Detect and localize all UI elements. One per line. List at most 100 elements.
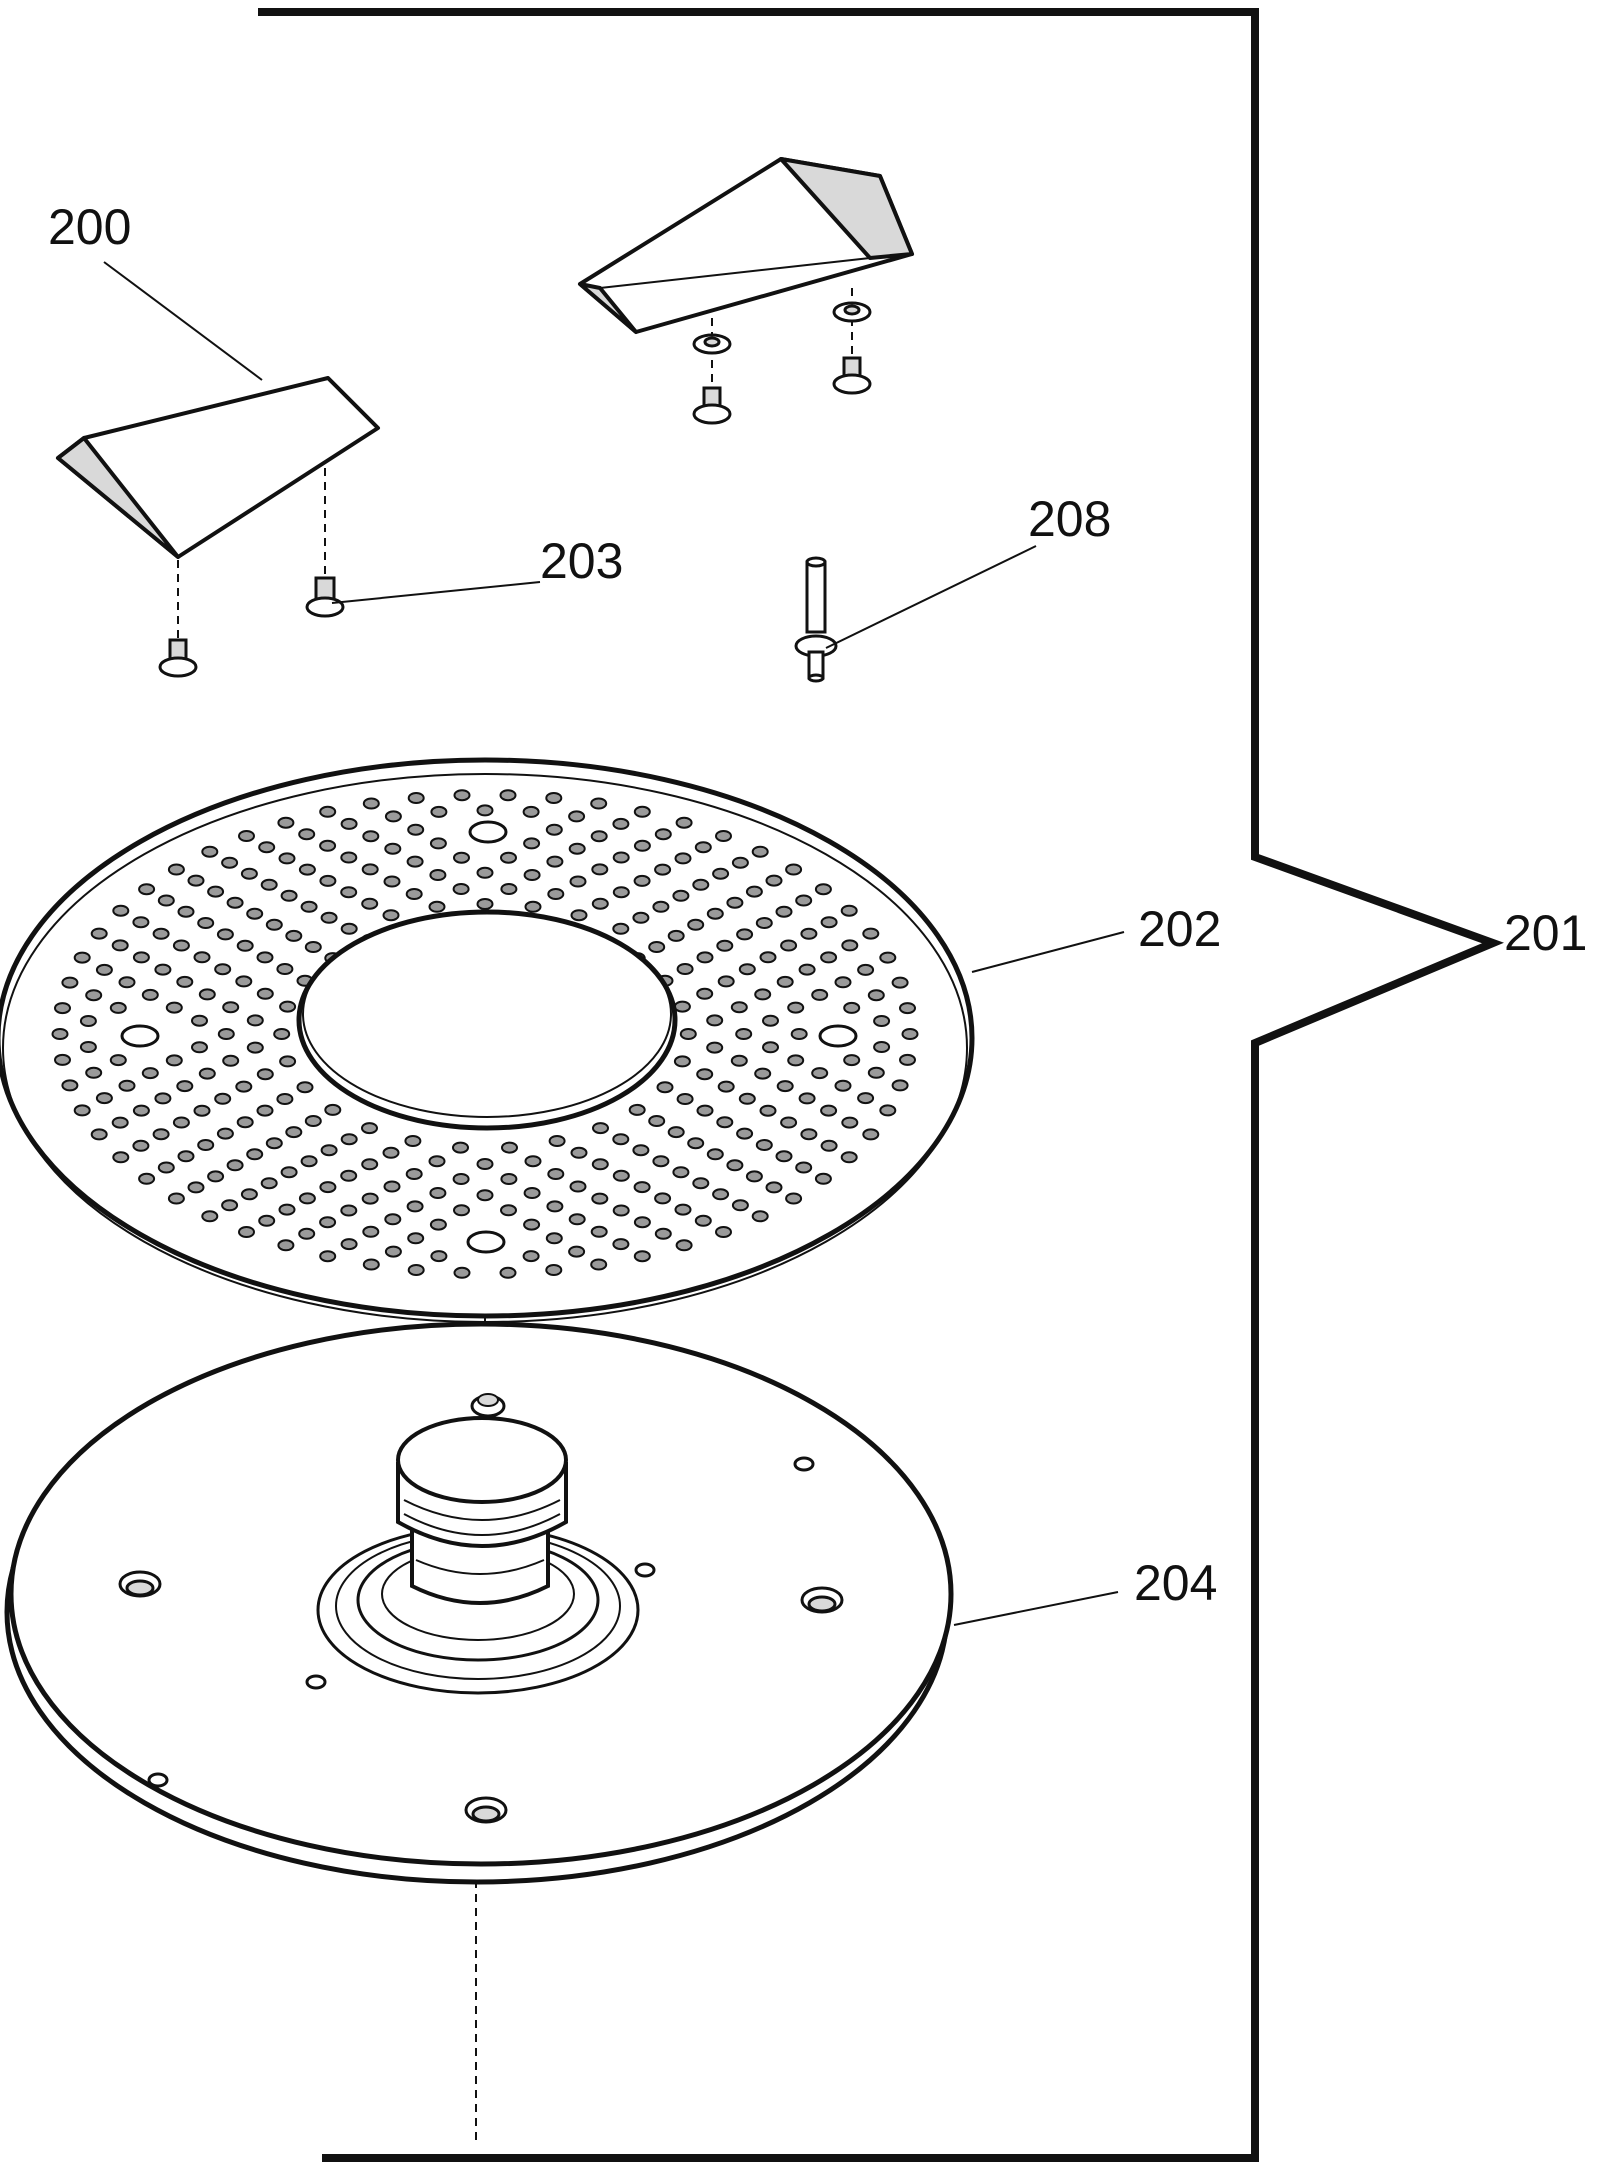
perforation-hole [820, 951, 838, 964]
perforation-hole [111, 1116, 129, 1129]
perforation-hole [612, 886, 630, 899]
perforation-hole [221, 856, 239, 869]
perforation-hole [320, 1144, 338, 1157]
perforation-hole [775, 905, 793, 918]
perforation-hole [167, 863, 185, 876]
perforation-hole [731, 856, 749, 869]
perforation-hole [676, 963, 694, 975]
perforation-hole [384, 842, 402, 855]
perforation-hole [501, 1141, 518, 1154]
perforation-hole [654, 863, 672, 876]
perforation-hole [157, 894, 175, 907]
perforation-hole [226, 1159, 244, 1172]
perforation-hole [873, 1015, 891, 1027]
perforation-hole [499, 1266, 517, 1279]
perforation-hole [197, 1139, 215, 1151]
perforation-hole [235, 1080, 253, 1093]
perforation-hole [751, 1210, 769, 1223]
perforation-hole [236, 1116, 254, 1129]
perforation-hole [280, 889, 298, 902]
perforation-hole [407, 1264, 425, 1276]
perforation-hole [765, 874, 783, 887]
perforation-hole [214, 1092, 232, 1105]
perforation-hole [246, 907, 264, 920]
perforation-hole [715, 830, 732, 842]
perforation-hole [222, 1001, 240, 1014]
perforation-hole [61, 976, 79, 989]
perforation-hole [235, 975, 253, 988]
perforation-hole [238, 1226, 255, 1238]
mount-hole-bottom [466, 1230, 506, 1254]
perforation-hole [674, 1203, 692, 1216]
perforation-hole [591, 1192, 609, 1205]
perforation-hole [522, 1250, 540, 1263]
screw-lower-left [158, 638, 198, 678]
perforation-hole [362, 1225, 380, 1238]
perforation-hole [406, 855, 424, 868]
perforation-hole [547, 888, 565, 900]
perforation-hole [499, 789, 517, 802]
perforation-hole [452, 1141, 469, 1154]
perforation-hole [154, 1092, 172, 1105]
perforation-hole [899, 1053, 916, 1066]
perforation-hole [523, 837, 541, 850]
perforation-hole [570, 1146, 588, 1159]
perforation-hole [843, 1054, 861, 1067]
wedge-right [578, 157, 914, 334]
perforation-hole [300, 900, 318, 913]
perforation-hole [296, 1081, 314, 1094]
perforation-hole [236, 939, 254, 952]
perforation-hole [857, 963, 875, 976]
perforation-hole [258, 841, 276, 854]
perforation-hole [246, 1041, 264, 1054]
perforation-hole [430, 805, 448, 818]
perforation-hole [320, 911, 338, 924]
perforation-hole [820, 916, 838, 929]
perforation-hole [762, 1041, 779, 1054]
perforation-hole [612, 817, 630, 830]
perforation-hole [361, 897, 379, 910]
perforation-hole [165, 1001, 183, 1014]
label-203: 203 [540, 533, 623, 589]
perforation-hole [157, 1161, 175, 1174]
perforation-hole [187, 874, 205, 887]
perforation-hole [612, 1133, 630, 1146]
perforation-hole [899, 1002, 916, 1015]
perforation-hole [820, 1139, 838, 1152]
perforation-hole [612, 1169, 630, 1182]
perforation-hole [755, 1139, 773, 1151]
perforation-hole [891, 976, 909, 989]
perforation-hole [568, 1245, 586, 1258]
perforation-hole [256, 1104, 274, 1117]
perforation-holes [51, 789, 919, 1279]
perforation-hole [238, 830, 255, 842]
perforation-hole [522, 805, 540, 818]
perforation-hole [177, 905, 195, 918]
perforation-hole [524, 900, 542, 913]
perforation-hole [216, 928, 234, 941]
perforation-hole [298, 1227, 316, 1240]
perforation-hole [754, 988, 772, 1001]
perforation-hole [201, 845, 219, 858]
perforation-hole [319, 839, 337, 852]
perforation-hole [632, 911, 650, 924]
perforated-disc-202 [0, 757, 975, 1323]
perforation-hole [429, 837, 447, 850]
perforation-hole [545, 1232, 563, 1245]
perforation-hole [476, 804, 494, 817]
perforation-hole [814, 1172, 832, 1185]
perforation-hole [814, 883, 832, 896]
perforation-hole [692, 1177, 710, 1190]
perforation-hole [361, 1192, 379, 1205]
perforation-hole [706, 907, 724, 920]
perforation-hole [383, 1180, 401, 1193]
perforation-hole [696, 987, 714, 1000]
perforation-hole [648, 941, 666, 953]
perforation-hole [612, 922, 630, 935]
perforation-hole [85, 989, 103, 1002]
perforation-hole [476, 1158, 494, 1170]
perforation-hole [738, 1092, 756, 1105]
perforation-hole [568, 842, 586, 855]
perforation-hole [633, 1181, 651, 1194]
label-202: 202 [1138, 901, 1221, 957]
